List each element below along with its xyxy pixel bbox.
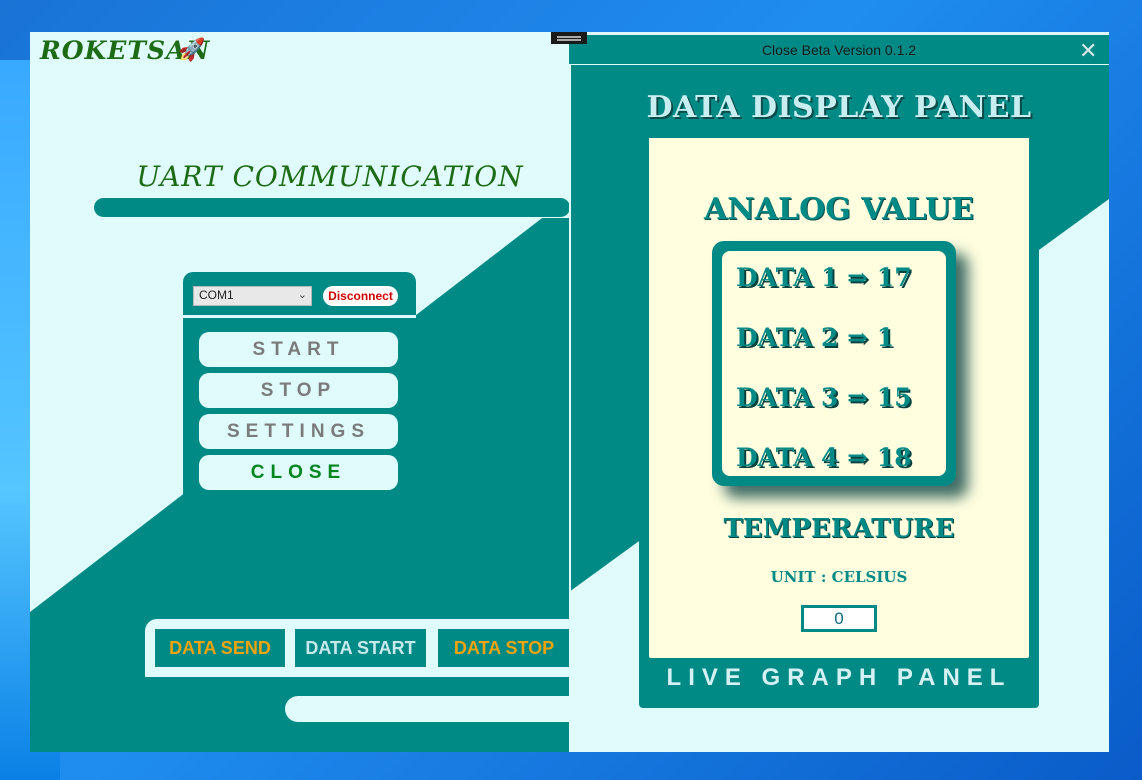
- uart-title: UART COMMUNICATION: [136, 160, 524, 193]
- start-button[interactable]: START: [199, 332, 398, 367]
- data-2-value: DATA 2 ⇒ 1: [736, 323, 895, 352]
- drag-handle[interactable]: [551, 32, 587, 44]
- com-port-value: COM1: [199, 288, 234, 302]
- stop-button[interactable]: STOP: [199, 373, 398, 408]
- analog-data-list: DATA 1 ⇒ 17 DATA 2 ⇒ 1 DATA 3 ⇒ 15 DATA …: [722, 251, 946, 476]
- display-panel: ANALOG VALUE DATA 1 ⇒ 17 DATA 2 ⇒ 1 DATA…: [649, 138, 1029, 658]
- control-box: COM1 ⌄ Disconnect START STOP SETTINGS CL…: [183, 272, 416, 504]
- analog-value-title: ANALOG VALUE: [704, 192, 974, 227]
- right-panel-area: Close Beta Version 0.1.2 ✕ DATA DISPLAY …: [551, 32, 1109, 752]
- data-button-bar: DATA SEND DATA START DATA STOP: [145, 619, 570, 677]
- title-bar[interactable]: Close Beta Version 0.1.2 ✕: [569, 32, 1109, 64]
- temperature-title: TEMPERATURE: [723, 514, 955, 544]
- close-icon[interactable]: ✕: [1079, 38, 1098, 63]
- data-3-value: DATA 3 ⇒ 15: [736, 383, 912, 412]
- analog-data-box: DATA 1 ⇒ 17 DATA 2 ⇒ 1 DATA 3 ⇒ 15 DATA …: [712, 241, 956, 486]
- settings-button[interactable]: SETTINGS: [199, 414, 398, 449]
- rocket-icon: 🚀: [178, 37, 206, 62]
- live-graph-panel-button[interactable]: LIVE GRAPH PANEL: [666, 664, 1012, 691]
- temperature-value-field[interactable]: 0: [801, 605, 877, 632]
- close-button[interactable]: CLOSE: [199, 455, 398, 490]
- com-port-select[interactable]: COM1 ⌄: [193, 286, 312, 306]
- window-title: Close Beta Version 0.1.2: [761, 42, 917, 58]
- data-4-value: DATA 4 ⇒ 18: [736, 443, 912, 472]
- data-1-value: DATA 1 ⇒ 17: [736, 263, 912, 292]
- left-background: [30, 32, 570, 752]
- data-stop-button[interactable]: DATA STOP: [438, 629, 570, 667]
- app-window: ROKETSAN 🚀 UART COMMUNICATION COM1 ⌄ Dis…: [30, 32, 1109, 752]
- left-background-shape: [30, 32, 570, 752]
- control-menu: START STOP SETTINGS CLOSE: [183, 318, 416, 504]
- bottom-pill-decoration: [285, 696, 585, 722]
- data-display-panel-title: DATA DISPLAY PANEL: [646, 90, 1032, 125]
- control-divider: [183, 315, 416, 318]
- data-send-button[interactable]: DATA SEND: [155, 629, 285, 667]
- temperature-unit-label: UNIT : CELSIUS: [770, 568, 908, 586]
- data-start-button[interactable]: DATA START: [295, 629, 426, 667]
- brand-logo: ROKETSAN: [40, 36, 211, 65]
- chevron-down-icon: ⌄: [297, 289, 307, 301]
- disconnect-button[interactable]: Disconnect: [323, 286, 398, 306]
